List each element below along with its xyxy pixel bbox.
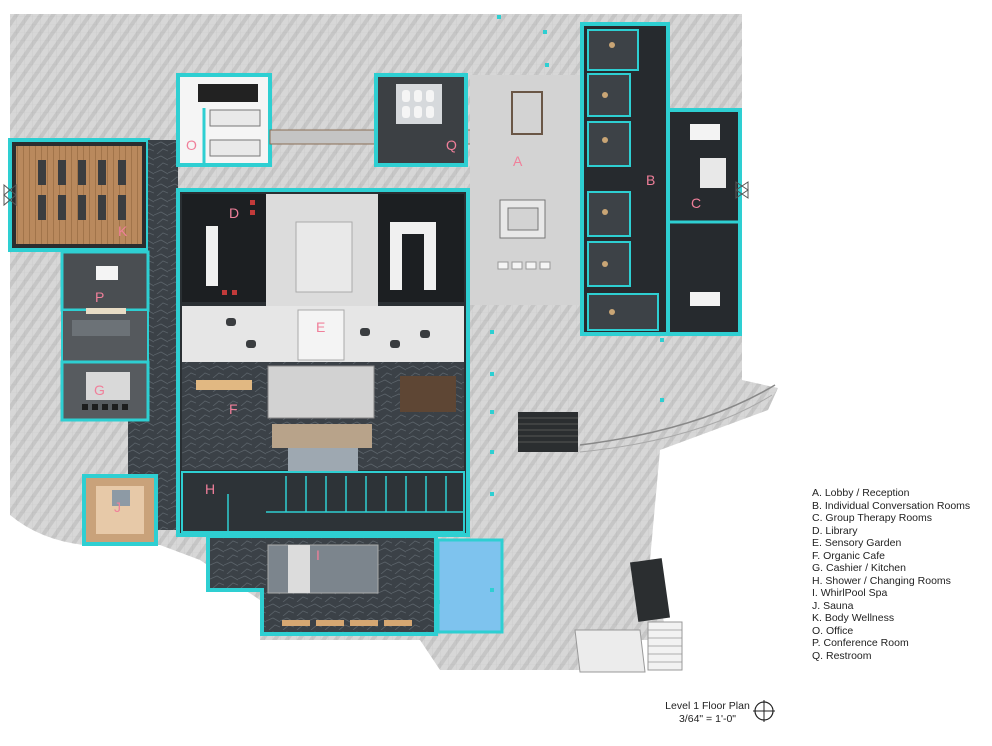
label-i: I (316, 547, 320, 563)
outdoor-pool (436, 538, 504, 634)
room-h-shower-changing (181, 471, 465, 533)
room-b-chairs (602, 42, 615, 315)
label-o: O (186, 137, 197, 153)
legend-item-f: F. Organic Cafe (812, 549, 885, 562)
label-e: E (316, 319, 325, 335)
legend-item-d: D. Library (812, 524, 858, 537)
room-e-planter-1 (295, 221, 353, 293)
room-p-annex-sofa (72, 320, 130, 336)
plan-title-block: Level 1 Floor Plan 3/64" = 1'-0" (660, 700, 755, 726)
label-f: F (229, 401, 238, 417)
room-a-lobby (470, 75, 580, 305)
legend-item-g: G. Cashier / Kitchen (812, 562, 906, 574)
label-j: J (114, 499, 121, 515)
legend-item-h: H. Shower / Changing Rooms (812, 574, 951, 587)
room-p-conference (60, 250, 150, 312)
terrace-curve-inner (579, 394, 773, 453)
plan-scale: 3/64" = 1'-0" (678, 713, 737, 725)
room-q-stalls (402, 90, 434, 118)
legend-item-j: J. Sauna (812, 599, 854, 612)
room-d2-shelves (390, 222, 436, 290)
room-a-reception-desk (499, 199, 546, 239)
room-k-door-west (3, 183, 17, 207)
room-o-desk-2 (209, 109, 261, 127)
stairs-southeast-treads (648, 629, 682, 663)
room-o-desk-1 (198, 84, 258, 102)
north-arrow-icon (753, 700, 775, 722)
room-k-mats (38, 160, 126, 220)
room-i-pool (267, 544, 379, 594)
room-i-steps (288, 545, 310, 593)
legend-item-o: O. Office (812, 624, 854, 637)
room-f-counter (272, 424, 372, 448)
room-p-annex-bench (86, 308, 126, 314)
room-f-tables (400, 376, 456, 412)
ramp-south (574, 629, 646, 673)
legend-item-a: A. Lobby / Reception (812, 487, 910, 499)
room-b-booths (587, 29, 659, 331)
room-d-chairs (222, 200, 255, 295)
room-c-desk (700, 158, 726, 188)
legend-item-c: C. Group Therapy Rooms (812, 512, 933, 524)
legend-item-i: I. WhirlPool Spa (812, 587, 888, 599)
room-i-loungers (282, 620, 412, 626)
label-b: B (646, 172, 655, 188)
terrace-curve (579, 384, 776, 446)
label-p: P (95, 289, 104, 305)
legend-item-b: B. Individual Conversation Rooms (812, 499, 971, 512)
room-p-table (96, 266, 118, 280)
legend-item-p: P. Conference Room (812, 637, 909, 649)
room-h-stalls (227, 476, 464, 532)
label-a: A (513, 153, 523, 169)
plan-title: Level 1 Floor Plan (665, 700, 750, 712)
room-d-shelves (206, 226, 218, 286)
room-o-desk-3 (209, 139, 261, 157)
label-c: C (691, 195, 701, 211)
legend-item-k: K. Body Wellness (812, 612, 895, 624)
west-corridor (148, 140, 178, 460)
label-q: Q (446, 137, 457, 153)
legend-item-q: Q. Restroom (812, 649, 872, 662)
label-h: H (205, 481, 215, 497)
room-f-long-table (196, 380, 252, 390)
room-a-entry-canopy (511, 91, 543, 135)
room-a-seating (497, 261, 551, 270)
room-c-table-north (690, 124, 720, 140)
room-g-counter (86, 372, 130, 400)
site-bollards (436, 15, 664, 604)
room-j-heater (112, 490, 130, 506)
stairs-southeast (629, 558, 671, 622)
label-k: K (118, 223, 128, 239)
room-f-patio (288, 448, 358, 472)
room-c-door-east (735, 181, 749, 199)
room-e-seats (226, 318, 430, 348)
room-e-planter-2 (297, 309, 345, 361)
room-legend: A. Lobby / Reception B. Individual Conve… (812, 487, 970, 662)
label-g: G (94, 382, 105, 398)
stairs-east (518, 412, 578, 452)
room-c-table-south (690, 292, 720, 306)
stairs-east-treads (518, 417, 578, 443)
room-f-courtyard (267, 365, 375, 419)
legend-item-e: E. Sensory Garden (812, 537, 902, 549)
label-d: D (229, 205, 239, 221)
room-g-stools (82, 404, 128, 410)
